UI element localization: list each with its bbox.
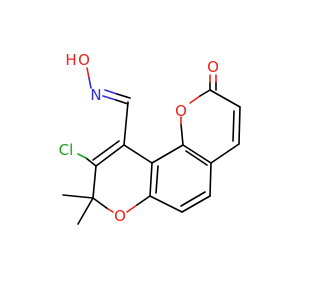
bond-c5-c6 <box>181 195 211 213</box>
bond-c10b-c10 <box>123 144 153 164</box>
bond-c9-cl <box>85 157 97 167</box>
carbonyl-oxygen-label: O <box>207 58 219 76</box>
bond-c3-c4 <box>238 106 241 145</box>
bond-c2-c3 <box>209 89 241 108</box>
bond-c5-c6-dbl <box>180 191 206 207</box>
bond-c3-c4-dbl <box>232 110 235 142</box>
bond-o-c6a <box>126 204 138 213</box>
bond-c10b-c10a <box>151 144 184 164</box>
bond-c6a-c10b <box>149 162 153 197</box>
oxime-nitrogen-label: N <box>90 86 101 104</box>
bond-n-ch-a2 <box>115 99 129 105</box>
bond-o1-c2-b <box>199 89 211 97</box>
bond-c6a-c10b-dbl <box>155 165 159 194</box>
bond-c8-me1 <box>62 194 94 199</box>
bond-c10a-c4a-dbl <box>185 150 208 166</box>
bond-c9-cl-b <box>77 153 87 159</box>
bond-c8-me2 <box>77 197 94 225</box>
bond-o-n <box>86 67 90 79</box>
bond-c8-o <box>92 197 109 210</box>
bond-o1-c2 <box>189 95 201 104</box>
bond-ch-c10 <box>123 101 129 146</box>
hydroxyl-oxygen-label: O <box>78 51 90 69</box>
bond-o-n-b <box>88 77 92 89</box>
pyranone-oxygen-label: O <box>175 102 187 120</box>
chromene-oxygen-label: O <box>114 207 126 225</box>
chlorine-label: Cl <box>59 141 74 159</box>
bond-c10a-c4a <box>182 144 212 164</box>
bond-c10-c9-dbl <box>92 140 120 161</box>
bond-c4-c4a <box>210 143 240 164</box>
bond-c10-c9 <box>95 144 125 167</box>
bond-c4a-c5 <box>209 162 212 197</box>
hydroxyl-hydrogen-label: H <box>65 51 76 69</box>
bond-c9-c8 <box>92 165 97 199</box>
bond-c10a-o1 <box>180 123 184 146</box>
bond-n-ch-b <box>104 89 118 95</box>
bond-c6-c6a <box>149 195 183 213</box>
bond-n-ch-a <box>102 95 117 101</box>
atom-labels: O H N O O Cl O <box>59 51 219 225</box>
bonds <box>62 67 241 225</box>
bond-c8-o-b <box>107 208 114 213</box>
molecule-structure: O H N O O Cl O <box>59 51 241 225</box>
bond-n-ch-b2 <box>116 93 131 99</box>
bond-o-c6a-b <box>136 195 151 206</box>
